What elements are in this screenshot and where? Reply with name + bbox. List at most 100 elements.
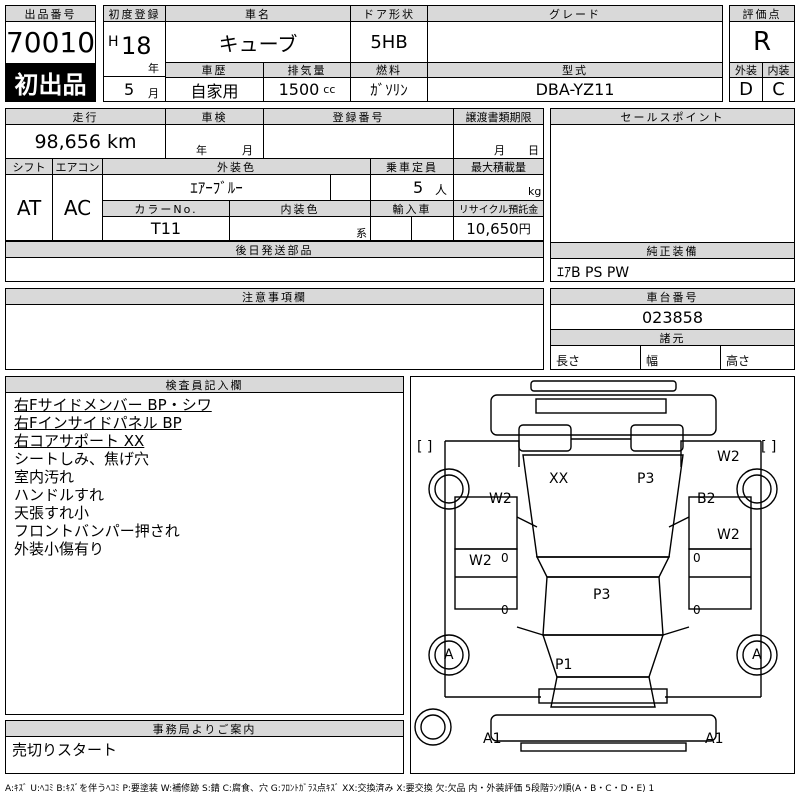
legend-text: A:ｷｽﾞ U:ﾍｺﾐ B:ｷｽﾞを伴うﾍｺﾐ P:要塗装 W:補修跡 S:錆 … [5, 784, 655, 794]
ext-color-label: 外装色 [102, 158, 371, 175]
registration-era: H [108, 34, 119, 50]
mark-zero-right-1: 0 [693, 551, 701, 565]
registration-month: 5 [124, 80, 135, 99]
mark-a1-left: A1 [483, 731, 502, 747]
grade-label: グレード [427, 5, 723, 22]
inspection-label: 車検 [165, 108, 264, 125]
notes-box [5, 304, 544, 370]
mileage-value: 98,656 km [5, 124, 166, 159]
inspection-year-unit: 年 [196, 144, 207, 157]
bracket-right: [ ] [761, 439, 777, 455]
inspector-line-3: 右コアサポート XX [14, 432, 145, 450]
sales-points-box [550, 124, 795, 243]
capacity-value: 5 [413, 178, 424, 197]
dims-height-cell: 高さ [720, 345, 795, 370]
exterior-grade: D [729, 77, 763, 102]
exterior-grade-label: 外装 [729, 62, 763, 78]
shift-value: AT [5, 174, 53, 241]
recycle-unit: 円 [518, 222, 531, 236]
mark-a-right: A [752, 647, 762, 663]
equipment-cell: ｴｱB PS PW [550, 258, 795, 282]
dims-width-cell: 幅 [640, 345, 721, 370]
equipment-value: ｴｱB PS PW [557, 265, 630, 281]
int-color-cell: 系 [229, 216, 371, 241]
capacity-cell: 5 人 [370, 174, 454, 201]
inspector-line-7: 天張すれ小 [14, 504, 90, 522]
displacement-unit: cc [323, 83, 336, 96]
registration-year-cell: H 18 年 [103, 21, 166, 77]
import-label: 輸入車 [370, 200, 454, 217]
bracket-left: [ ] [417, 439, 433, 455]
grade-value [427, 21, 723, 63]
mark-p1: P1 [555, 657, 573, 673]
mark-p3-top: P3 [637, 471, 655, 487]
model-label: 型式 [427, 62, 723, 78]
inspector-line-4: シートしみ、焦げ穴 [14, 450, 150, 468]
office-label: 事務局よりご案内 [5, 720, 404, 737]
inspector-line-1: 右Fサイドメンバー BP・シワ [14, 396, 212, 414]
max-load-cell: kg [453, 174, 544, 201]
ext-color-value: ｴｱｰﾌﾞﾙｰ [102, 174, 331, 201]
registration-year-unit: 年 [148, 62, 159, 75]
transfer-day-unit: 日 [528, 144, 539, 157]
registration-month-unit: 月 [148, 87, 159, 100]
mark-xx: XX [549, 471, 569, 487]
mark-p3-mid: P3 [593, 587, 611, 603]
inspector-line-9: 外装小傷有り [14, 540, 105, 558]
inspection-month-unit: 月 [242, 144, 253, 157]
inspector-line-2: 右Fインサイドパネル BP [14, 414, 182, 432]
dims-width-label: 幅 [646, 354, 659, 368]
mark-zero-left-1: 0 [501, 551, 509, 565]
transfer-month-unit: 月 [494, 144, 505, 157]
recycle-cell: 10,650 円 [453, 216, 544, 241]
score-label: 評価点 [729, 5, 795, 22]
reg-number-cell [263, 124, 454, 159]
max-load-unit: kg [528, 185, 542, 198]
later-parts-box [5, 257, 544, 282]
mark-w2-top-right: W2 [717, 449, 740, 465]
dims-length-cell: 長さ [550, 345, 641, 370]
displacement-label: 排気量 [263, 62, 351, 78]
door-label: ドア形状 [350, 5, 428, 22]
displacement-cell: 1500 cc [263, 77, 351, 102]
car-diagram-svg [414, 380, 778, 752]
sales-points-label: セールスポイント [550, 108, 795, 125]
int-color-unit: 系 [356, 227, 367, 240]
shift-label: シフト [5, 158, 53, 175]
mark-a-left: A [444, 647, 454, 663]
interior-grade: C [762, 77, 795, 102]
lot-number: 70010 [5, 21, 96, 64]
inspection-cell: 年 月 [165, 124, 264, 159]
reg-number-label: 登録番号 [263, 108, 454, 125]
first-listing-badge: 初出品 [5, 63, 96, 102]
registration-label: 初度登録 [103, 5, 166, 22]
inspector-line-5: 室内汚れ [14, 468, 75, 486]
door-type: 5HB [350, 21, 428, 63]
capacity-label: 乗車定員 [370, 158, 454, 175]
inspector-label: 検査員記入欄 [5, 376, 404, 393]
aircon-value: AC [52, 174, 103, 241]
later-parts-label: 後日発送部品 [5, 241, 544, 258]
mark-w2-right: W2 [717, 527, 740, 543]
transfer-label: 譲渡書類期限 [453, 108, 544, 125]
inspector-box: 右Fサイドメンバー BP・シワ 右Fインサイドパネル BP 右コアサポート XX… [5, 392, 404, 715]
mileage-label: 走行 [5, 108, 166, 125]
car-name-label: 車名 [165, 5, 351, 22]
mark-b2: B2 [697, 491, 716, 507]
chassis-number: 023858 [550, 304, 795, 330]
lot-number-label: 出品番号 [5, 5, 96, 22]
history-label: 車歴 [165, 62, 264, 78]
model-value: DBA-YZ11 [427, 77, 723, 102]
car-name: キューブ [165, 21, 351, 63]
capacity-unit: 人 [435, 183, 448, 197]
dims-label: 諸元 [550, 329, 795, 346]
recycle-label: リサイクル預託金 [453, 200, 544, 217]
int-color-label: 内装色 [229, 200, 371, 217]
inspector-line-6: ハンドルすれ [14, 486, 105, 504]
score-value: R [729, 21, 795, 63]
ext-color-sub-cell [330, 174, 371, 201]
recycle-value: 10,650 [466, 219, 519, 238]
inspector-line-8: フロントバンパー押され [14, 522, 180, 540]
color-no-label: カラーNo. [102, 200, 230, 217]
import-cell-2 [411, 216, 454, 241]
